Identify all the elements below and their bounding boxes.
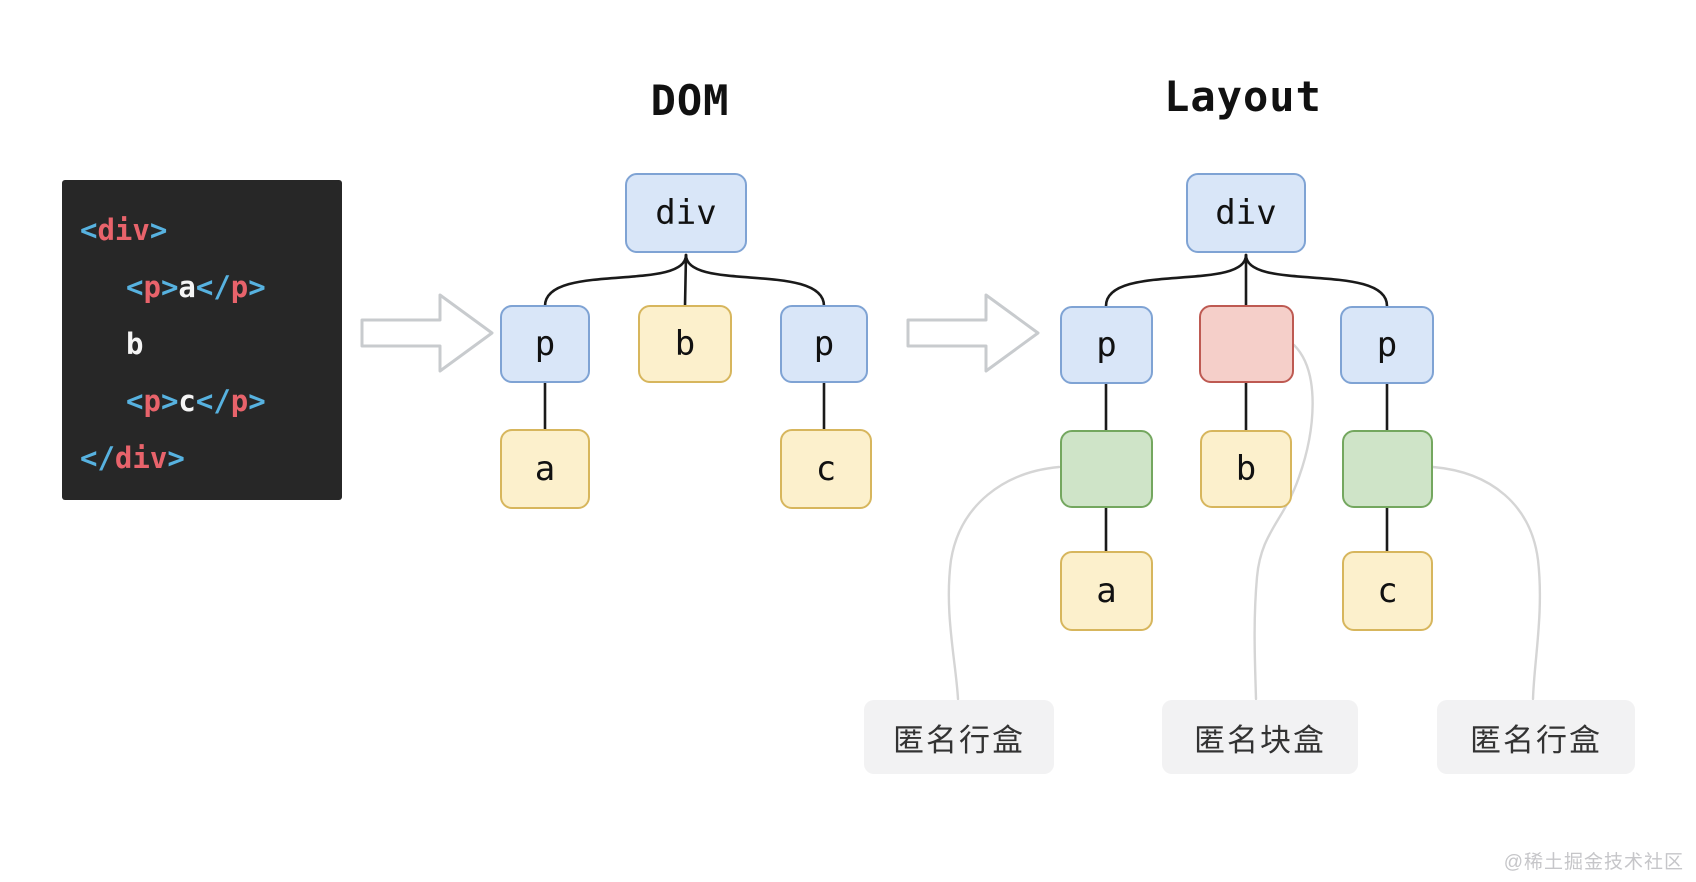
code-token-punct: < (126, 270, 144, 304)
code-token-plain: c (178, 384, 196, 418)
code-token-punct: > (160, 384, 179, 418)
arrow-dom-to-layout-icon (906, 293, 1040, 373)
code-line: b (80, 316, 342, 373)
code-token-tag: p (230, 384, 249, 418)
code-token-punct: > (248, 270, 266, 304)
annotation-anonymous-block: 匿名块盒 (1162, 700, 1358, 774)
dom-node-text-a: a (500, 429, 590, 509)
layout-node-anonymous-inline-left (1060, 430, 1153, 508)
layout-node-text-c: c (1342, 551, 1433, 631)
code-token-punct: > (160, 270, 179, 304)
code-token-tag: div (97, 213, 150, 247)
code-token-punct: > (167, 441, 185, 475)
dom-node-div: div (625, 173, 747, 253)
code-line: <p>c</p> (80, 373, 342, 430)
dom-node-p-right: p (780, 305, 868, 383)
code-token-punct: < (126, 384, 144, 418)
code-token-plain: a (178, 270, 196, 304)
annotation-leader-lines (947, 343, 1542, 701)
code-token-tag: div (114, 441, 168, 475)
code-line: <p>a</p> (80, 259, 342, 316)
layout-node-anonymous-block (1199, 305, 1294, 383)
code-token-punct: </ (80, 441, 115, 475)
layout-node-p-right: p (1340, 306, 1434, 384)
layout-node-text-a: a (1060, 551, 1153, 631)
code-token-tag: p (143, 270, 161, 304)
layout-node-text-b: b (1200, 430, 1292, 508)
code-token-punct: < (80, 213, 98, 247)
code-token-punct: </ (195, 270, 231, 304)
dom-node-text-c: c (780, 429, 872, 509)
layout-node-p-left: p (1060, 306, 1153, 384)
layout-title: Layout (1164, 72, 1322, 121)
layout-node-anonymous-inline-right (1342, 430, 1433, 508)
code-line: <div> (80, 202, 342, 259)
code-token-plain: b (126, 327, 144, 361)
annotation-anonymous-inline-right: 匿名行盒 (1437, 700, 1635, 774)
layout-tree-edges (1104, 253, 1389, 553)
dom-node-p-left: p (500, 305, 590, 383)
layout-node-div: div (1186, 173, 1306, 253)
code-token-punct: </ (195, 384, 231, 418)
annotation-anonymous-inline-left: 匿名行盒 (864, 700, 1054, 774)
code-token-tag: p (230, 270, 249, 304)
code-token-punct: > (149, 213, 168, 247)
dom-tree-edges (543, 253, 826, 431)
code-line: </div> (80, 430, 342, 487)
code-token-punct: > (248, 384, 266, 418)
dom-node-text-b: b (638, 305, 732, 383)
code-block: <div><p>a</p>b<p>c</p></div> (62, 180, 342, 500)
dom-title: DOM (650, 76, 730, 125)
watermark: @稀土掘金技术社区 (1503, 852, 1684, 873)
arrow-code-to-dom-icon (360, 293, 494, 373)
code-token-tag: p (143, 384, 161, 418)
